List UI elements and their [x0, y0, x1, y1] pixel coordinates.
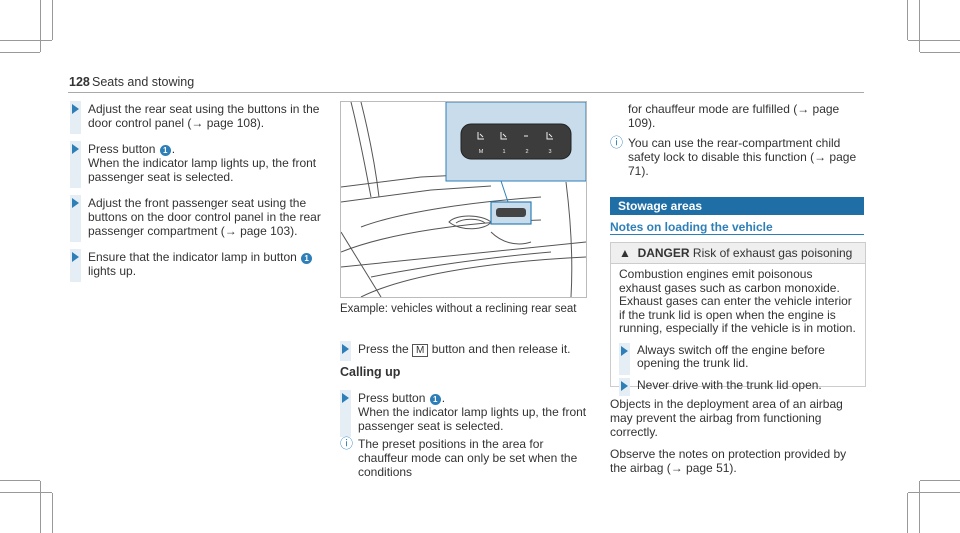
- crop-mark: [40, 481, 41, 533]
- step-item: Press button 1. When the indicator lamp …: [70, 141, 325, 188]
- button-1-badge-icon: 1: [159, 145, 171, 156]
- crop-mark: [907, 0, 908, 40]
- figure-caption: Example: vehicles without a reclining re…: [340, 303, 577, 315]
- danger-title: Risk of exhaust gas poisoning: [692, 246, 853, 260]
- crop-mark: [920, 52, 960, 53]
- step-bar: [70, 101, 81, 134]
- step-arrow-icon: [342, 344, 349, 354]
- step-text: Adjust the rear seat using the buttons i…: [88, 102, 320, 130]
- step-item: Never drive with the trunk lid open.: [619, 377, 857, 396]
- step-text: When the indicator lamp lights up, the f…: [88, 156, 317, 184]
- subsection-title: Notes on loading the vehicle: [610, 220, 773, 234]
- warning-triangle-icon: ▲: [619, 246, 631, 260]
- right-column-bottom: Objects in the deployment area of an air…: [610, 397, 864, 475]
- airbag-paragraph: Objects in the deployment area of an air…: [610, 397, 843, 439]
- calling-up-heading: Calling up: [340, 365, 401, 379]
- step-bar: [70, 195, 81, 242]
- button-1-badge-icon: 1: [429, 394, 441, 405]
- memory-key-icon: M: [412, 344, 429, 357]
- info-note: ⓘ The preset positions in the area for c…: [340, 436, 595, 480]
- seat-memory-key-label: 1: [502, 149, 505, 155]
- step-bar: [70, 249, 81, 282]
- crop-mark: [908, 40, 960, 41]
- page-number: 128: [69, 75, 90, 89]
- step-arrow-icon: [72, 144, 79, 154]
- section-title-bar: Stowage areas: [610, 197, 864, 215]
- step-arrow-icon: [72, 252, 79, 262]
- info-icon: ⓘ: [610, 135, 624, 150]
- header-rule: [68, 92, 864, 93]
- left-column: Adjust the rear seat using the buttons i…: [70, 101, 325, 290]
- door-panel-drawing: M 1 2 3: [341, 102, 586, 297]
- button-1-badge-icon: 1: [301, 253, 313, 264]
- info-icon: ⓘ: [340, 436, 354, 451]
- danger-header: ▲ DANGER Risk of exhaust gas poisoning: [611, 243, 865, 264]
- step-item: Adjust the front passenger seat using th…: [70, 195, 325, 242]
- step-text: Ensure that the indicator lamp in button: [88, 250, 297, 264]
- step-text: Press button: [358, 391, 426, 405]
- step-text: .: [171, 142, 176, 156]
- note-text: You can use the rear-compartment child s…: [628, 136, 857, 178]
- step-item: Ensure that the indicator lamp in button…: [70, 249, 325, 282]
- crop-mark: [0, 52, 40, 53]
- crop-mark: [52, 493, 53, 533]
- step-arrow-icon: [621, 345, 628, 356]
- step-text: button and then release it.: [431, 342, 571, 356]
- airbag-paragraph: Observe the notes on protection provided…: [610, 447, 847, 475]
- seat-memory-key-label: 3: [548, 149, 551, 155]
- step-bar: [340, 390, 351, 437]
- danger-body: Combustion engines emit poisonous exhaus…: [611, 264, 865, 396]
- continuation-text: for chauffeur mode are fulfilled (→ page…: [628, 102, 840, 130]
- step-text: Press the: [358, 342, 409, 356]
- step-arrow-icon: [342, 393, 349, 403]
- section-title: Stowage areas: [618, 199, 703, 213]
- step-text: Press button: [88, 142, 156, 156]
- middle-column: Press the M button and then release it. …: [340, 341, 595, 480]
- step-arrow-icon: [621, 380, 628, 391]
- step-item: Adjust the rear seat using the buttons i…: [70, 101, 325, 134]
- crop-mark: [919, 0, 920, 52]
- step-text: .: [441, 391, 446, 405]
- note-text: The preset positions in the area for cha…: [358, 437, 578, 479]
- subsection-heading: Notes on loading the vehicle: [610, 218, 864, 235]
- step-text: When the indicator lamp lights up, the f…: [358, 405, 587, 433]
- seat-memory-key-label: M: [479, 149, 484, 155]
- crop-mark: [52, 0, 53, 40]
- page-section-title: Seats and stowing: [92, 75, 195, 89]
- step-text: Adjust the front passenger seat using th…: [88, 196, 321, 238]
- crop-mark: [920, 480, 960, 481]
- step-item: Press the M button and then release it.: [340, 341, 595, 361]
- step-item: Press button 1. When the indicator lamp …: [340, 390, 595, 437]
- step-arrow-icon: [72, 104, 79, 114]
- crop-mark: [0, 40, 52, 41]
- step-bar: [619, 342, 630, 375]
- danger-box: ▲ DANGER Risk of exhaust gas poisoning C…: [610, 242, 866, 396]
- crop-mark: [0, 492, 52, 493]
- step-bar: [70, 141, 81, 188]
- right-column-top: for chauffeur mode are fulfilled (→ page…: [610, 102, 864, 178]
- danger-label: DANGER: [637, 246, 690, 260]
- step-arrow-icon: [72, 198, 79, 208]
- crop-mark: [908, 492, 960, 493]
- seat-memory-key-label: 2: [525, 149, 528, 155]
- door-panel-illustration: M 1 2 3: [340, 101, 587, 298]
- danger-text: Combustion engines emit poisonous exhaus…: [619, 267, 856, 335]
- info-note: ⓘ You can use the rear-compartment child…: [610, 135, 864, 179]
- crop-mark: [907, 493, 908, 533]
- crop-mark: [40, 0, 41, 52]
- crop-mark: [919, 481, 920, 533]
- step-item: Always switch off the engine before open…: [619, 342, 857, 375]
- step-text: lights up.: [88, 264, 137, 278]
- crop-mark: [0, 480, 40, 481]
- step-text: Never drive with the trunk lid open.: [637, 377, 822, 392]
- step-text: Always switch off the engine before open…: [637, 342, 825, 370]
